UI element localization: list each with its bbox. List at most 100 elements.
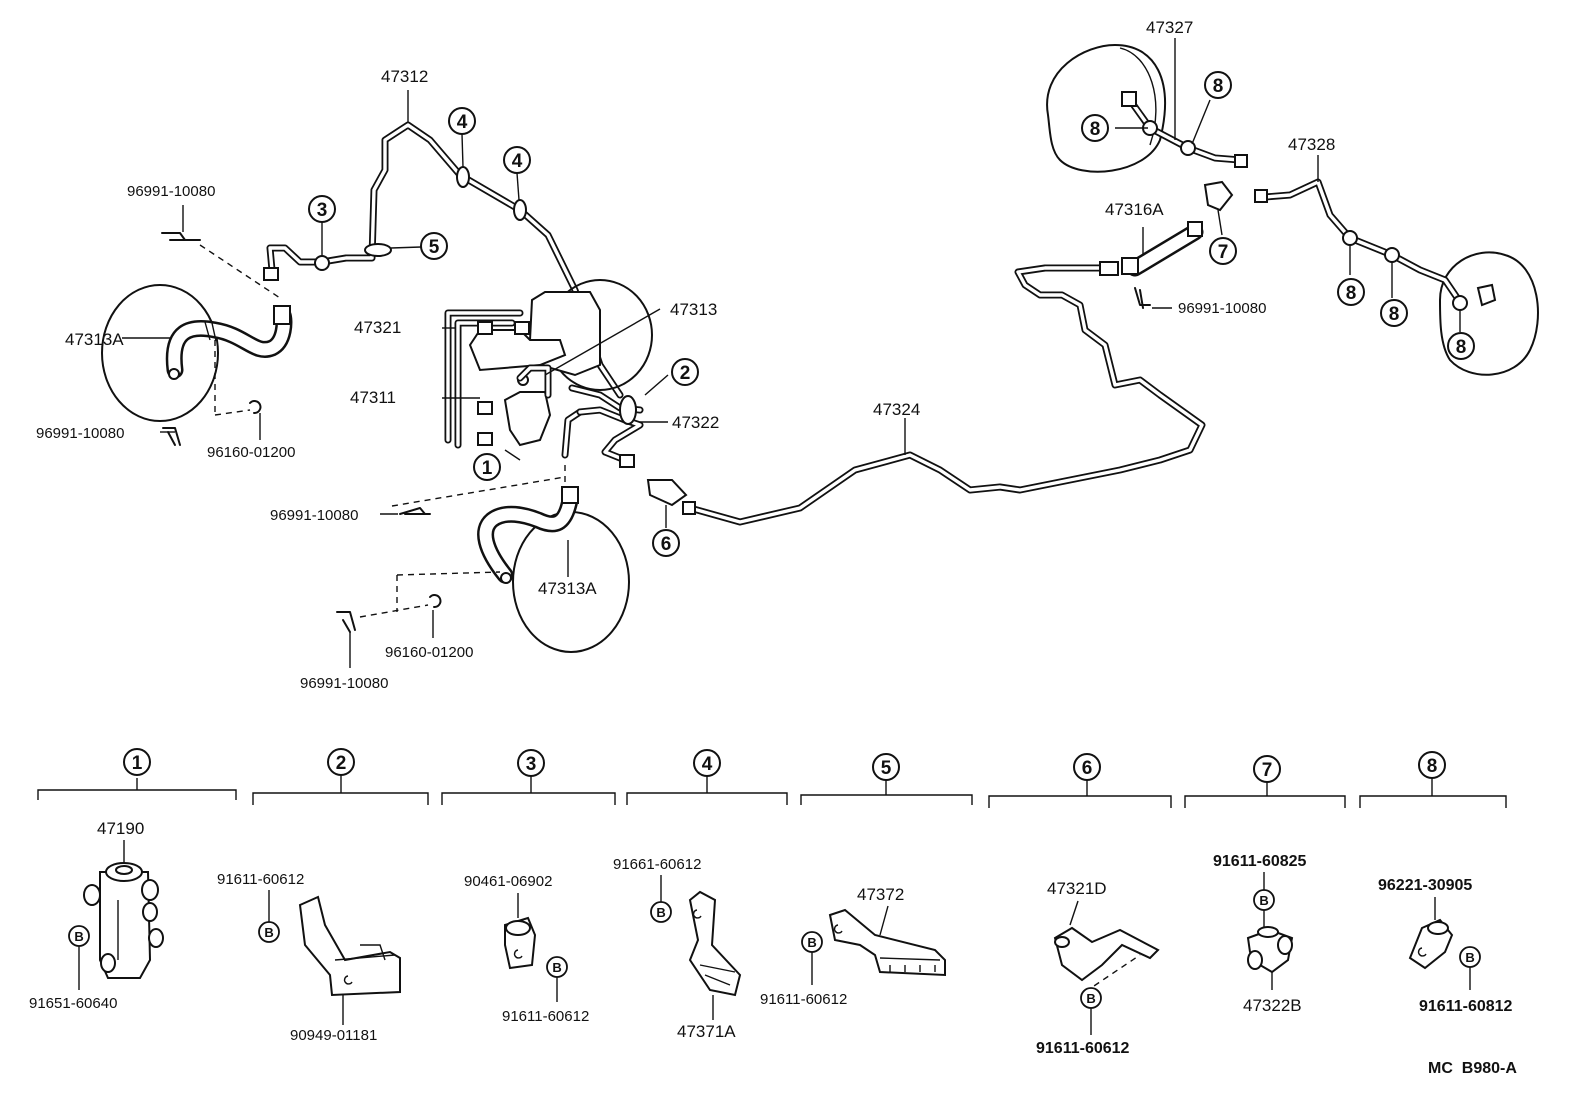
svg-text:8: 8 [1213, 76, 1224, 97]
detail-3-clamp: 90461-06902 B 91611-60612 [464, 873, 589, 1025]
svg-text:1: 1 [482, 458, 493, 479]
svg-text:5: 5 [429, 237, 440, 258]
svg-text:4: 4 [512, 151, 523, 172]
callout-8d: 8 [1380, 299, 1408, 327]
callout-8b: 8 [1081, 114, 1109, 142]
svg-text:8: 8 [1346, 283, 1357, 304]
detail-8-bolt-label: 91611-60812 [1419, 998, 1513, 1015]
svg-text:1: 1 [132, 753, 143, 774]
label-clip-right: 96991-10080 [1178, 300, 1266, 317]
detail-6-number: 6 [1073, 753, 1101, 781]
svg-text:B: B [807, 935, 816, 950]
svg-text:8: 8 [1090, 119, 1101, 140]
detail-3-bolt-marker: B [546, 956, 568, 978]
detail-6-part-label: 47321D [1047, 879, 1107, 898]
detail-3-part-label: 90461-06902 [464, 873, 552, 890]
svg-text:B: B [1259, 893, 1268, 908]
svg-text:6: 6 [1082, 758, 1093, 779]
svg-text:2: 2 [680, 363, 691, 384]
right-front-brake-disc [336, 465, 630, 668]
svg-text:4: 4 [457, 112, 468, 133]
diagram-code: MC B980-A [1428, 1060, 1517, 1077]
callout-7: 7 [1209, 237, 1237, 265]
master-cylinder-and-valve [442, 279, 669, 468]
detail-1-bolt-label: 91651-60640 [29, 995, 117, 1012]
detail-2-number: 2 [327, 748, 355, 776]
svg-text:5: 5 [881, 758, 892, 779]
svg-text:4: 4 [702, 754, 713, 775]
svg-text:B: B [552, 960, 561, 975]
detail-2-part-label: 90949-01181 [290, 1027, 377, 1044]
rear-flexible-hose-47316A [1099, 180, 1234, 309]
label-clip-top-left: 96991-10080 [127, 183, 215, 200]
detail-4-number: 4 [693, 749, 721, 777]
label-clip-left: 96991-10080 [36, 425, 124, 442]
callout-2: 2 [671, 358, 699, 386]
callout-1: 1 [473, 453, 501, 481]
callout-3: 3 [308, 195, 336, 223]
label-47311: 47311 [350, 388, 396, 407]
label-47321: 47321 [354, 318, 401, 337]
label-47328: 47328 [1288, 135, 1335, 154]
detail-7-junction: 91611-60825 B 47322B [1213, 853, 1307, 1015]
detail-6-bolt-marker: B [1080, 987, 1102, 1009]
svg-text:B: B [1086, 991, 1095, 1006]
detail-4-part-label: 47371A [677, 1022, 736, 1041]
detail-1-part-label: 47190 [97, 819, 144, 838]
detail-1-number: 1 [123, 748, 151, 776]
callout-8c: 8 [1337, 278, 1365, 306]
callout-6: 6 [652, 529, 680, 557]
detail-2-bolt-marker: B [258, 921, 280, 943]
label-47316A: 47316A [1105, 200, 1164, 219]
svg-text:7: 7 [1218, 242, 1229, 263]
label-clip-bottom: 96991-10080 [300, 675, 388, 692]
label-47324: 47324 [873, 400, 920, 419]
main-callouts: 3 5 4 4 2 1 6 7 8 8 8 8 8 [308, 71, 1475, 557]
detail-6-bracket: 47321D B 91611-60612 [1036, 879, 1160, 1057]
detail-7-number: 7 [1253, 755, 1281, 783]
svg-text:6: 6 [661, 534, 672, 555]
detail-8-bolt-marker: B [1459, 946, 1481, 968]
detail-3-bolt-label: 91611-60612 [502, 1008, 589, 1025]
svg-text:2: 2 [336, 753, 347, 774]
detail-7-bolt-marker: B [1253, 889, 1275, 911]
label-clip-middle: 96991-10080 [270, 507, 358, 524]
left-hose-clips [122, 205, 281, 446]
detail-4-bolt-marker: B [650, 901, 672, 923]
svg-text:8: 8 [1456, 337, 1467, 358]
callout-4a: 4 [448, 107, 476, 135]
detail-5-bolt-marker: B [801, 931, 823, 953]
svg-text:8: 8 [1427, 756, 1438, 777]
rear-left-brake-drum [1046, 38, 1248, 173]
label-47313A-left: 47313A [65, 330, 124, 349]
main-part-labels: 47312 47313 47321 47311 47322 47313A 473… [36, 18, 1335, 692]
label-47312: 47312 [381, 67, 428, 86]
detail-8-number: 8 [1418, 751, 1446, 779]
brake-pipe-47312 [263, 90, 624, 399]
rear-right-brake-drum [1254, 155, 1539, 376]
detail-5-part-label: 47372 [857, 885, 904, 904]
svg-text:B: B [656, 905, 665, 920]
detail-7-part-label: 47322B [1243, 996, 1302, 1015]
svg-text:3: 3 [317, 200, 328, 221]
svg-text:7: 7 [1262, 760, 1273, 781]
detail-5-number: 5 [872, 753, 900, 781]
detail-brackets: 1 2 3 4 5 6 7 8 [37, 748, 1507, 808]
detail-5-bracket: 47372 B 91611-60612 [760, 885, 946, 1008]
svg-text:B: B [264, 925, 273, 940]
detail-2-bracket: 91611-60612 B 90949-01181 [217, 871, 401, 1044]
callout-5: 5 [420, 232, 448, 260]
brake-pipe-47324 [646, 264, 1206, 528]
detail-5-bolt-label: 91611-60612 [760, 991, 847, 1008]
label-47322: 47322 [672, 413, 719, 432]
callout-8e: 8 [1447, 332, 1475, 360]
label-c-clip-left: 96160-01200 [207, 444, 295, 461]
detail-8-clamp: 96221-30905 B 91611-60812 [1378, 877, 1513, 1015]
label-47313A-bottom: 47313A [538, 579, 597, 598]
svg-text:B: B [1465, 950, 1474, 965]
detail-1-bolt-marker: B [68, 925, 90, 947]
callout-8a: 8 [1204, 71, 1232, 99]
detail-4-bolt-label: 91661-60612 [613, 856, 701, 873]
detail-4-clamp: 91661-60612 B 47371A [613, 856, 742, 1041]
